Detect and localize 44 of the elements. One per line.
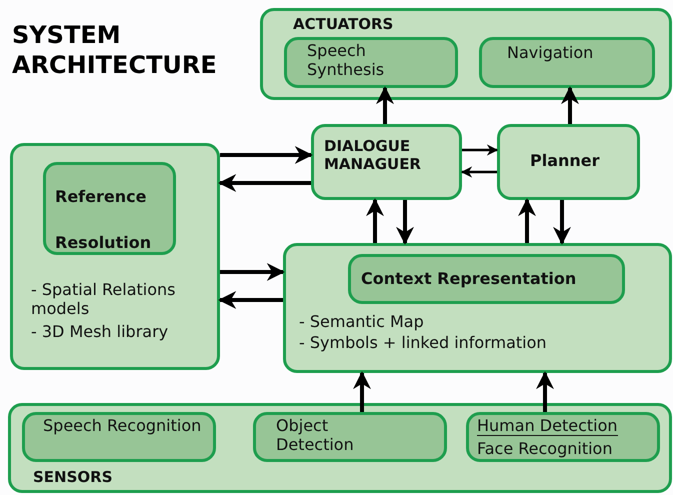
node-label: Context Representation <box>361 269 576 288</box>
node-label: - Semantic Map <box>299 312 424 332</box>
node-label: - Spatial Relations models <box>31 280 177 318</box>
arrow <box>396 200 414 245</box>
arrow <box>353 371 371 412</box>
module-box <box>348 254 625 304</box>
group-box <box>283 243 672 373</box>
node-label: Navigation <box>507 43 594 62</box>
group-box <box>260 8 672 100</box>
arrow <box>553 200 571 245</box>
arrow <box>460 166 497 178</box>
module-box <box>479 37 655 88</box>
node-label: Planner <box>530 151 600 170</box>
group-box <box>10 143 220 370</box>
node-label: - 3D Mesh library <box>31 322 168 342</box>
arrow <box>218 174 311 192</box>
group-heading: SENSORS <box>33 468 113 486</box>
arrow <box>376 86 394 124</box>
node-label: Reference Resolution <box>55 186 152 254</box>
group-box <box>8 403 672 493</box>
arrow <box>218 291 283 309</box>
node-label: Speech Synthesis <box>307 41 386 80</box>
node-label: Speech Recognition <box>43 416 202 436</box>
group-heading: ACTUATORS <box>293 15 394 33</box>
arrow <box>518 198 536 243</box>
arrow <box>536 371 554 412</box>
node-label: - Symbols + linked information <box>299 333 547 352</box>
module-box <box>284 37 458 88</box>
arrow <box>462 144 498 156</box>
node-label: Object Detection <box>276 416 355 454</box>
arrow <box>366 198 384 243</box>
arrow <box>220 146 313 164</box>
node-label: DIALOGUE MANAGUER <box>324 137 422 173</box>
module-box <box>466 412 660 462</box>
module-box <box>43 162 176 255</box>
node-label: Human Detection <box>477 416 618 436</box>
node-label: Face Recognition <box>477 439 612 458</box>
module-box <box>253 412 447 462</box>
arrow <box>561 86 579 124</box>
arrow <box>220 263 285 281</box>
diagram-title: SYSTEM ARCHITECTURE <box>12 20 218 80</box>
module-box <box>22 412 216 462</box>
group-box <box>311 124 462 200</box>
group-box <box>497 124 640 200</box>
